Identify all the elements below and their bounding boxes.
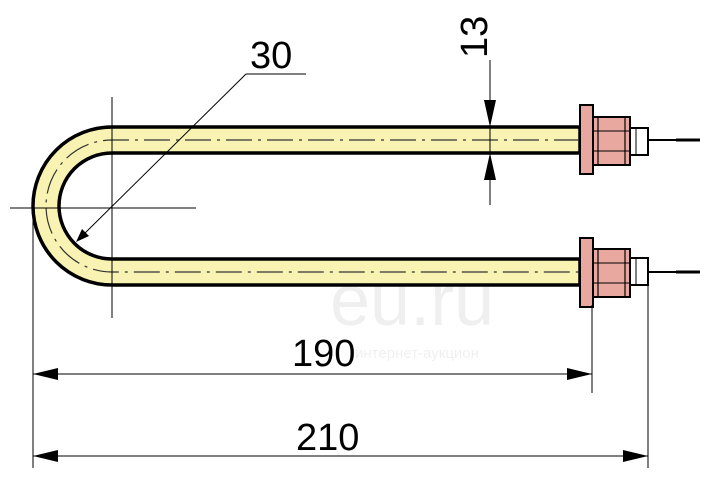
total-length-arrow-right [623, 450, 648, 462]
radius-arrowhead [76, 229, 89, 242]
bottom-fitting [579, 237, 700, 308]
inner-length-arrow-right [567, 368, 592, 380]
inner-length-label: 190 [292, 333, 355, 375]
top-flange [579, 104, 594, 175]
inner-length-arrow-left [33, 368, 58, 380]
bottom-flange [579, 237, 594, 308]
top-terminal [629, 127, 649, 156]
u-tube [31, 125, 582, 287]
radius-label: 30 [250, 35, 292, 77]
total-length-arrow-left [33, 450, 58, 462]
extension-lines [32, 205, 649, 468]
tube-centerline [45, 139, 580, 273]
dimension-radius: 30 [76, 35, 306, 242]
total-length-label: 210 [296, 417, 359, 459]
dimension-diameter: 13 [454, 16, 496, 205]
diameter-arrow-bottom [484, 153, 496, 180]
center-lines [10, 97, 196, 318]
tube-body [31, 125, 582, 287]
diameter-label: 13 [454, 16, 496, 58]
diameter-arrow-top [484, 100, 496, 127]
bottom-terminal [629, 257, 649, 286]
watermark-tagline: интернет-аукцион [355, 345, 479, 362]
dimension-inner-length: 190 [33, 333, 592, 380]
dimension-total-length: 210 [33, 417, 648, 462]
top-fitting [579, 104, 700, 175]
